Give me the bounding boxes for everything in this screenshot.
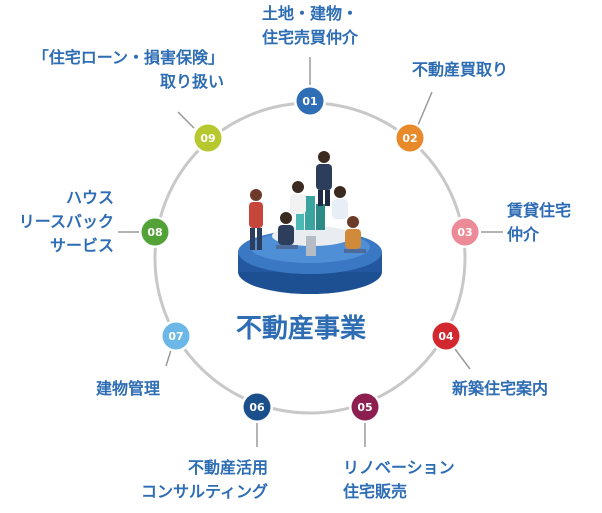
- node-badge-02: 02: [394, 122, 426, 154]
- node-badge-05: 05: [349, 391, 381, 423]
- connector-line-02: [417, 91, 433, 126]
- node-number: 01: [302, 95, 317, 108]
- node-number: 04: [438, 330, 454, 343]
- node-label-line: サービス: [49, 236, 114, 255]
- node-badge-fill: [194, 124, 222, 152]
- node-badge-fill: [162, 322, 190, 350]
- node-badge-07: 07: [160, 320, 192, 352]
- connector-lines: [118, 57, 503, 447]
- node-badge-fill: [141, 218, 169, 246]
- center-title: 不動産事業: [235, 314, 366, 344]
- node-circles: 01 02 03 04 05 06 07 08 09: [139, 85, 481, 423]
- node-label-line: 建物管理: [95, 379, 160, 398]
- node-label-01: 土地・建物・住宅売買仲介: [240, 2, 380, 50]
- person-seated-front-right: [344, 216, 366, 253]
- node-label-line: リースバック: [18, 212, 114, 231]
- node-badge-03: 03: [449, 216, 481, 248]
- node-label-line: リノベーション: [343, 458, 455, 477]
- node-number: 06: [249, 401, 265, 414]
- person-seated-right: [332, 186, 348, 219]
- node-label-06: 不動産活用コンサルティング: [108, 456, 268, 504]
- node-badge-01: 01: [294, 85, 326, 117]
- person-seated-front-left: [276, 212, 298, 249]
- node-badge-08: 08: [139, 216, 171, 248]
- node-badge-fill: [432, 322, 460, 350]
- node-label-line: 新築住宅案内: [452, 379, 549, 398]
- connector-line-09: [177, 111, 195, 129]
- person-seated-woman: [290, 181, 306, 214]
- node-label-line: 住宅売買仲介: [261, 28, 358, 47]
- node-label-09: 「住宅ローン・損害保険」取り扱い: [0, 46, 224, 94]
- node-badge-fill: [351, 393, 379, 421]
- node-number: 09: [200, 132, 215, 145]
- node-label-line: 土地・建物・: [261, 4, 358, 23]
- node-number: 03: [457, 226, 472, 239]
- node-label-line: 不動産買取り: [412, 60, 509, 79]
- node-badge-04: 04: [430, 320, 462, 352]
- person-standing-left: [249, 189, 263, 250]
- node-badge-fill: [296, 87, 324, 115]
- node-label-line: 賃貸住宅: [507, 201, 572, 220]
- node-number: 05: [357, 401, 372, 414]
- connector-line-07: [165, 349, 172, 367]
- node-number: 08: [147, 226, 162, 239]
- node-badge-06: 06: [241, 391, 273, 423]
- node-label-line: 不動産活用: [187, 458, 268, 477]
- node-badge-fill: [396, 124, 424, 152]
- meeting-illustration: [238, 151, 382, 294]
- node-number: 07: [168, 330, 183, 343]
- node-badge-09: 09: [192, 122, 224, 154]
- node-badge-fill: [451, 218, 479, 246]
- node-label-line: 住宅販売: [343, 482, 408, 501]
- node-label-line: 「住宅ローン・損害保険」: [32, 48, 224, 67]
- node-label-04: 新築住宅案内: [452, 377, 602, 401]
- node-label-03: 賃貸住宅仲介: [507, 199, 602, 247]
- node-label-08: ハウスリースバックサービス: [0, 186, 114, 258]
- node-label-line: コンサルティング: [140, 482, 268, 501]
- person-standing-center: [316, 151, 332, 206]
- node-label-05: リノベーション住宅販売: [343, 456, 513, 504]
- node-label-line: 取り扱い: [159, 72, 224, 91]
- node-number: 02: [402, 132, 417, 145]
- connector-line-04: [454, 348, 471, 370]
- node-label-line: ハウス: [65, 188, 114, 207]
- node-label-02: 不動産買取り: [412, 58, 572, 82]
- node-label-07: 建物管理: [60, 377, 160, 401]
- node-label-line: 仲介: [507, 225, 540, 244]
- node-badge-fill: [243, 393, 271, 421]
